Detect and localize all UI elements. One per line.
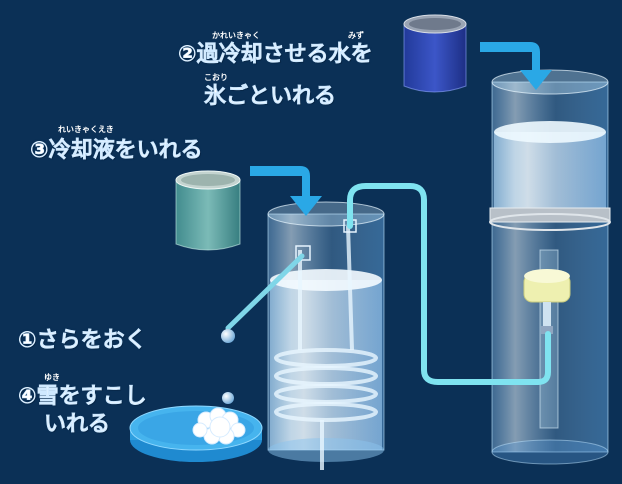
connecting-tube: [347, 183, 551, 385]
snow-icon: [192, 407, 246, 445]
step1-label: ①さらをおく: [18, 328, 147, 353]
curved-arrow-icon: [480, 42, 552, 90]
furigana-mizu: みず: [348, 31, 364, 40]
furigana-reikyakueki: れいきゃくえき: [58, 125, 114, 134]
step3-label: ③冷却液をいれる: [30, 138, 203, 163]
step2-label-line1: ②過冷却させる水を: [178, 42, 373, 67]
water-drop-icon: [222, 392, 234, 404]
furigana-yuki: ゆき: [44, 373, 60, 382]
large-cylinder: [489, 69, 611, 465]
step2-label-line2: 氷ごといれる: [204, 84, 337, 109]
water-drop-icon: [221, 329, 235, 343]
small-cylinder: [267, 201, 385, 470]
furigana-kareikyaku: かれいきゃく: [212, 31, 260, 40]
cooling-coil: [274, 225, 378, 470]
step4-label-line2: いれる: [44, 412, 111, 437]
furigana-koori: こおり: [204, 73, 228, 82]
water-cup: [403, 14, 467, 93]
curved-arrow-icon: [250, 166, 322, 216]
step4-label-line1: ④雪をすこし: [18, 384, 147, 409]
valve: [523, 269, 571, 334]
drip-line: [225, 253, 305, 331]
coolant-cup: [175, 170, 241, 251]
